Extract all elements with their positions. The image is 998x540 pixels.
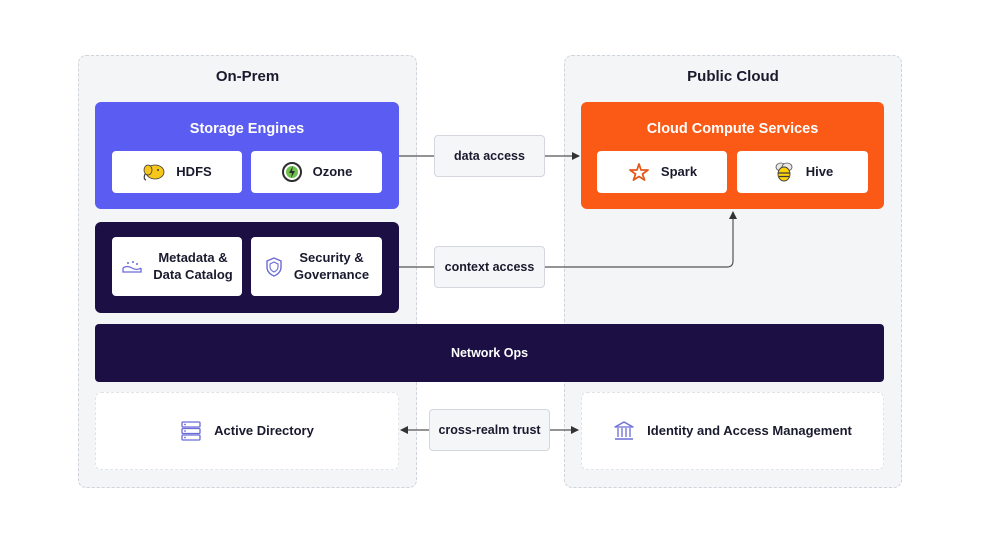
metadata-catalog-label: Metadata & Data Catalog <box>153 249 233 282</box>
public-cloud-title: Public Cloud <box>687 68 779 85</box>
metadata-catalog-card[interactable]: Metadata & Data Catalog <box>112 237 242 296</box>
data-access-label: data access <box>434 135 545 177</box>
hive-label: Hive <box>805 163 834 179</box>
ozone-card[interactable]: Ozone <box>251 151 382 193</box>
on-prem-title: On-Prem <box>215 68 280 85</box>
cloud-compute-title: Cloud Compute Services <box>646 121 819 137</box>
storage-engines-title: Storage Engines <box>189 121 305 137</box>
storage-engines-panel: Storage Engines HDFS Ozone <box>95 102 399 209</box>
cross-realm-trust-label: cross-realm trust <box>429 409 550 451</box>
spark-card[interactable]: Spark <box>597 151 727 193</box>
spark-star-icon <box>627 162 651 182</box>
active-directory-box[interactable]: Active Directory <box>95 392 399 470</box>
shield-icon <box>264 256 284 278</box>
ozone-label: Ozone <box>312 163 353 179</box>
iam-label: Identity and Access Management <box>647 422 852 438</box>
context-access-label: context access <box>434 246 545 288</box>
active-directory-label: Active Directory <box>214 422 314 438</box>
server-stack-icon <box>180 420 202 442</box>
hdfs-elephant-icon <box>142 162 166 182</box>
institution-icon <box>613 420 635 442</box>
security-governance-label: Security & Governance <box>293 249 370 282</box>
network-ops-bar: Network Ops <box>95 324 884 382</box>
data-catalog-icon <box>121 259 143 275</box>
ozone-icon <box>281 161 303 183</box>
hdfs-card[interactable]: HDFS <box>112 151 242 193</box>
spark-label: Spark <box>660 163 698 179</box>
cloud-compute-panel: Cloud Compute Services Spark Hive <box>581 102 884 209</box>
security-governance-card[interactable]: Security & Governance <box>251 237 382 296</box>
metadata-security-panel: Metadata & Data Catalog Security & Gover… <box>95 222 399 313</box>
hive-card[interactable]: Hive <box>737 151 868 193</box>
hive-bee-icon <box>772 161 796 183</box>
hdfs-label: HDFS <box>176 163 212 179</box>
iam-box[interactable]: Identity and Access Management <box>581 392 884 470</box>
